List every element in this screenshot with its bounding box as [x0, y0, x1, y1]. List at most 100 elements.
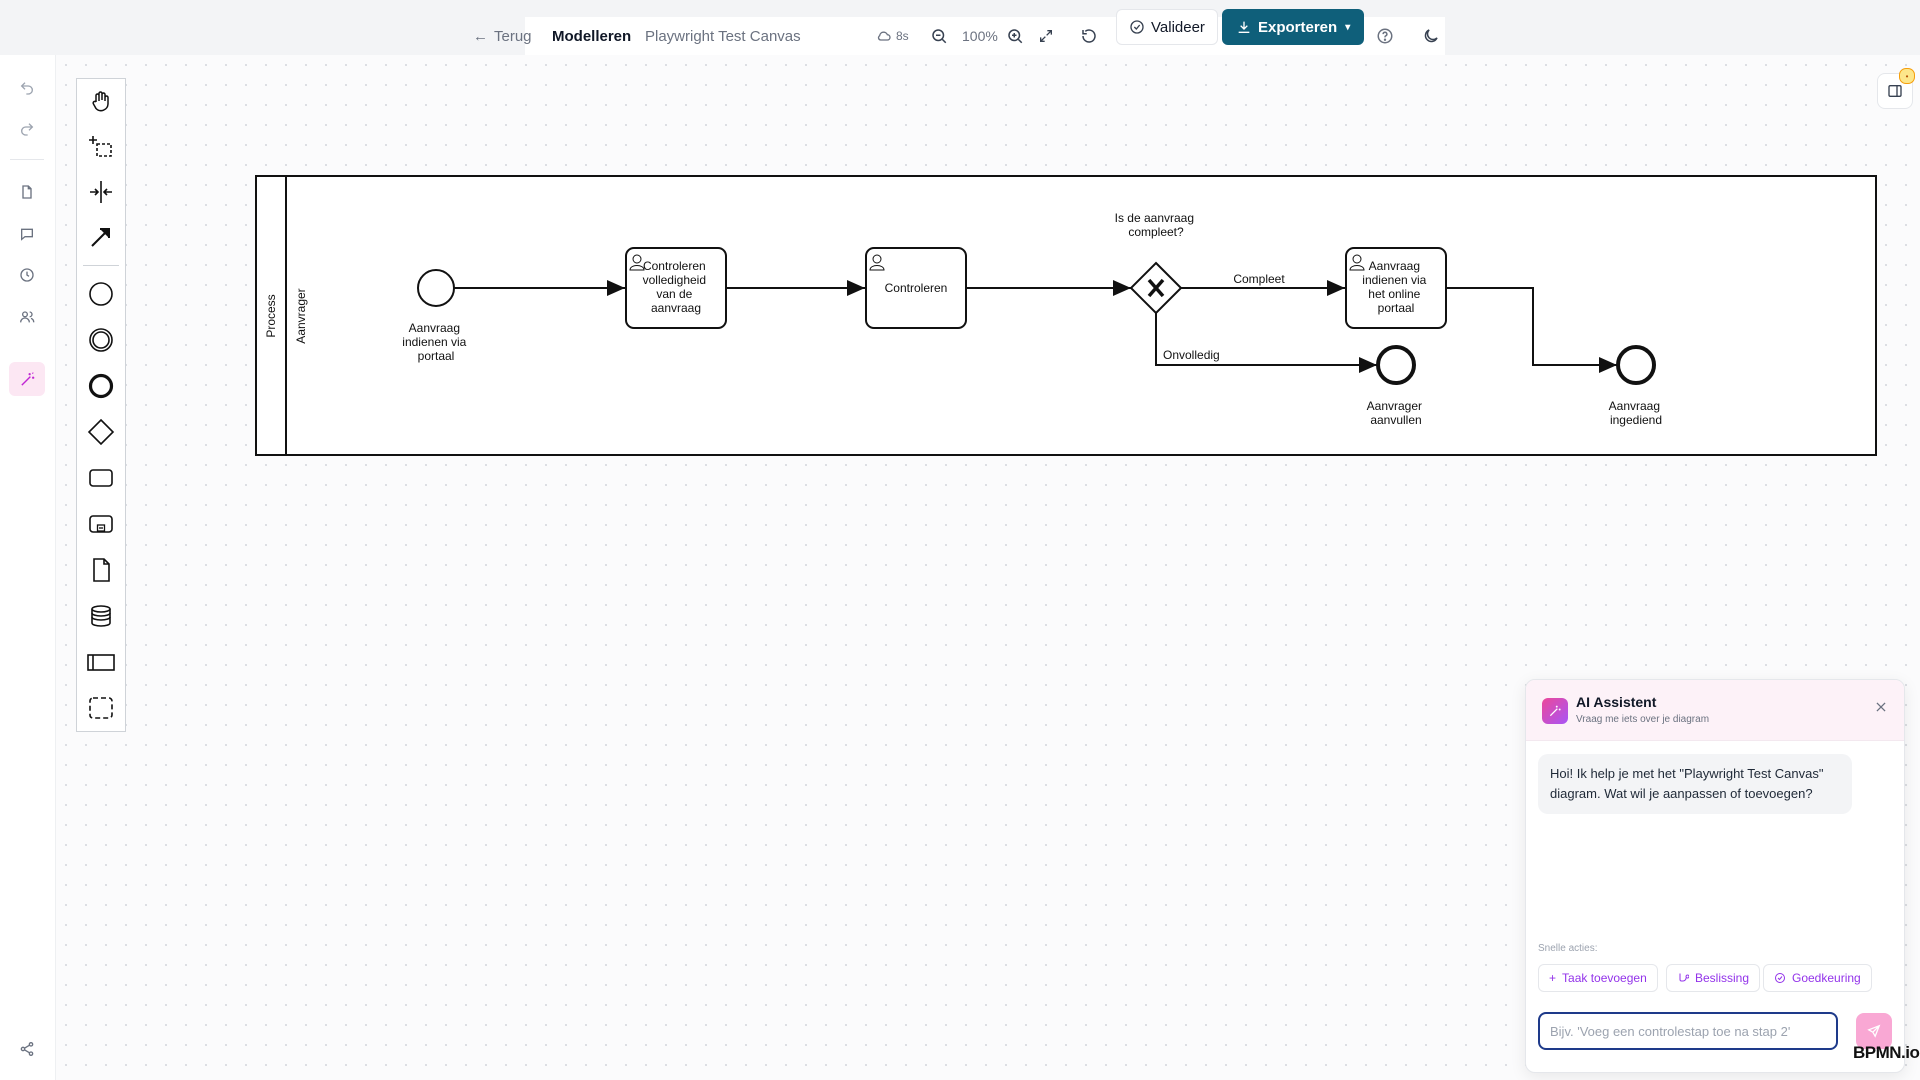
panel-right-icon: [1888, 85, 1902, 97]
task-aanvraag-indienen-online[interactable]: [1345, 247, 1447, 329]
history-button[interactable]: [16, 264, 38, 286]
validate-button[interactable]: Valideer: [1116, 9, 1218, 45]
plus-icon: +: [1549, 971, 1557, 985]
redo-icon: [21, 123, 34, 136]
close-button[interactable]: [1874, 700, 1888, 719]
intermediate-event-tool[interactable]: [85, 324, 117, 356]
check-circle-icon: [1130, 20, 1144, 34]
share-button[interactable]: [16, 1038, 38, 1060]
end-event-aanvraag-ingediend[interactable]: [1616, 345, 1656, 385]
notification-badge-icon: •: [1899, 68, 1915, 84]
palette-divider: [83, 265, 119, 266]
clock-icon: [20, 268, 34, 282]
quick-action-decision[interactable]: Beslissing: [1666, 964, 1761, 992]
undo-button[interactable]: [16, 77, 38, 99]
ai-panel-title: AI Assistent: [1576, 694, 1657, 710]
task-controleren-volledigheid[interactable]: [625, 247, 727, 329]
fit-screen-button[interactable]: [1038, 17, 1054, 55]
message-icon: [21, 228, 33, 241]
rounded-rect-icon: [89, 469, 113, 487]
database-icon: [91, 605, 111, 627]
mode-label: Modelleren: [552, 27, 632, 45]
end-event1-label: Aanvrager aanvullen: [1367, 399, 1426, 427]
quick-actions-label: Snelle acties:: [1538, 943, 1598, 954]
quick-action-approval[interactable]: Goedkeuring: [1763, 964, 1872, 992]
zoom-in-button[interactable]: [1006, 17, 1024, 55]
quick-action-add-task[interactable]: + Taak toevoegen: [1538, 964, 1658, 992]
properties-panel-toggle[interactable]: [1877, 73, 1913, 109]
close-icon: [1876, 702, 1886, 712]
task1-label: Controleren volledigheid van de aanvraag: [643, 259, 710, 315]
users-icon: [20, 311, 35, 323]
task3-label: Aanvraag indienen via het online portaal: [1362, 259, 1429, 315]
start-event-tool[interactable]: [85, 278, 117, 310]
reset-button[interactable]: [1080, 17, 1098, 55]
arrow-left-icon: ←: [473, 27, 488, 45]
user-task-icon: [629, 254, 645, 271]
gateway-tool[interactable]: [85, 416, 117, 448]
space-icon: [90, 181, 112, 203]
ai-prompt-input[interactable]: [1538, 1012, 1838, 1050]
left-rail: [0, 55, 56, 1080]
tool-palette: [76, 78, 126, 732]
send-button[interactable]: [1856, 1013, 1892, 1049]
users-button[interactable]: [16, 306, 38, 328]
assistant-message: Hoi! Ik help je met het "Playwright Test…: [1538, 754, 1852, 814]
document-title[interactable]: Playwright Test Canvas: [645, 27, 801, 45]
top-strip-right: [1445, 17, 1920, 55]
redo-button[interactable]: [16, 118, 38, 140]
connect-tool[interactable]: [85, 221, 117, 253]
circle-icon: [89, 282, 113, 306]
data-object-tool[interactable]: [85, 554, 117, 586]
flow-incomplete[interactable]: [1155, 313, 1377, 373]
ai-assistant-button[interactable]: [9, 362, 45, 396]
data-store-tool[interactable]: [85, 600, 117, 632]
end-event-aanvrager-aanvullen[interactable]: [1376, 345, 1416, 385]
rail-divider: [10, 159, 44, 160]
bpmn-io-watermark[interactable]: BPMN.io: [1853, 1043, 1920, 1062]
end-event-tool[interactable]: [85, 370, 117, 402]
share-icon: [20, 1042, 34, 1056]
space-tool[interactable]: [85, 176, 117, 208]
task-tool[interactable]: [85, 462, 117, 494]
start-event-label: Aanvraag indienen via portaal: [402, 321, 469, 363]
help-circle-icon: [1377, 28, 1393, 44]
lasso-tool[interactable]: [85, 131, 117, 163]
hand-tool[interactable]: [85, 85, 117, 117]
gateway-x-marker: [1147, 278, 1165, 298]
undo-icon: [20, 82, 33, 95]
document-button[interactable]: [16, 181, 38, 203]
file-icon: [22, 185, 32, 199]
top-bar: ← Terug Modelleren Playwright Test Canva…: [0, 0, 1920, 55]
flow-task3-to-end[interactable]: [1447, 287, 1617, 373]
flow-complete-label: Compleet: [1233, 272, 1285, 286]
magic-wand-icon: [1549, 705, 1561, 717]
dark-mode-toggle[interactable]: [1422, 17, 1440, 55]
end-event2-label: Aanvraag ingediend: [1609, 399, 1664, 427]
arrow-icon: [91, 228, 110, 247]
group-tool[interactable]: [85, 692, 117, 724]
chevron-down-icon: ▾: [1345, 21, 1351, 33]
gateway-label: Is de aanvraag compleet?: [1115, 211, 1198, 239]
zoom-out-button[interactable]: [930, 17, 948, 55]
pool[interactable]: [255, 175, 1877, 456]
comments-button[interactable]: [16, 223, 38, 245]
back-button[interactable]: ← Terug: [473, 27, 532, 45]
check-circle-icon: [1775, 973, 1785, 983]
thick-circle-icon: [88, 373, 114, 399]
ai-panel-subtitle: Vraag me iets over je diagram: [1576, 714, 1710, 725]
pool-icon: [87, 654, 115, 671]
zoom-out-icon: [932, 29, 947, 44]
diamond-icon: [87, 418, 115, 446]
subprocess-tool[interactable]: [85, 508, 117, 540]
task-controleren[interactable]: [865, 247, 967, 329]
cloud-icon: [877, 31, 891, 41]
start-event[interactable]: [417, 269, 455, 307]
lane-label: Aanvrager: [294, 288, 308, 343]
double-circle-icon: [89, 328, 113, 352]
zoom-in-icon: [1008, 29, 1023, 44]
help-button[interactable]: [1376, 17, 1394, 55]
document-icon: [93, 558, 110, 582]
export-button[interactable]: Exporteren ▾: [1222, 9, 1365, 45]
pool-tool[interactable]: [85, 646, 117, 678]
